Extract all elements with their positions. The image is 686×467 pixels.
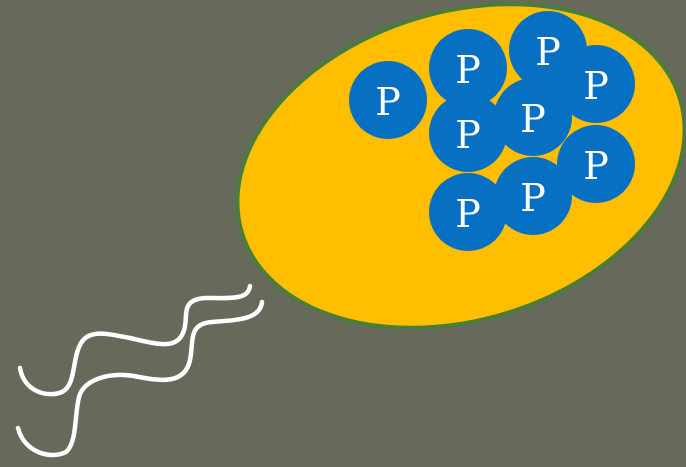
granule-label: P xyxy=(455,48,481,92)
granule-label: P xyxy=(520,97,546,141)
granule: P xyxy=(429,173,507,251)
granule: P xyxy=(494,78,572,156)
granule-label: P xyxy=(455,113,481,157)
granule: P xyxy=(494,157,572,235)
granule-label: P xyxy=(535,30,561,74)
granule-label: P xyxy=(583,64,609,108)
granule-label: P xyxy=(583,144,609,188)
granule: P xyxy=(429,94,507,172)
granule-label: P xyxy=(455,192,481,236)
granule-label: P xyxy=(520,176,546,220)
granule: P xyxy=(349,61,427,139)
granule-label: P xyxy=(375,80,401,124)
